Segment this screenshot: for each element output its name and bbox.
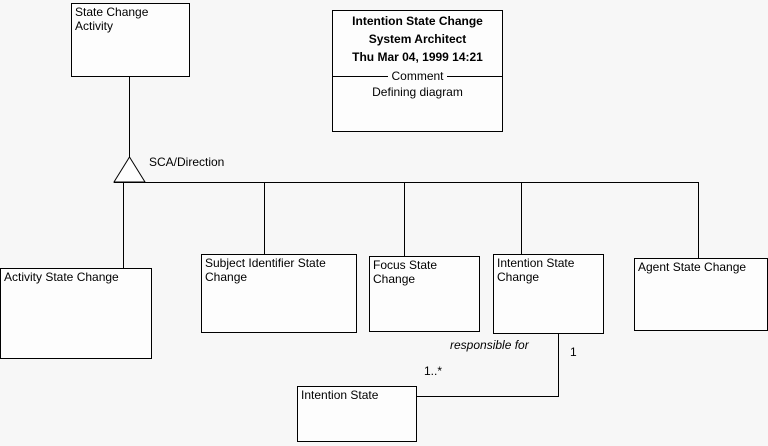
generalization-drop-activity [123,182,124,268]
generalization-drop-subject-identifier [264,182,265,288]
comment-note-box[interactable]: Intention State Change System Architect … [332,10,503,132]
generalization-label: SCA/Direction [149,155,225,169]
class-name-state-change-activity: State Change Activity [75,5,149,33]
note-body-text: Defining diagram [372,85,463,99]
association-multiplicity-target: 1..* [424,364,443,378]
note-timestamp: Thu Mar 04, 1999 14:21 [352,50,483,64]
class-box-intention-state-change[interactable]: Intention State Change [493,254,604,334]
class-name-agent-state-change: Agent State Change [638,260,747,274]
class-box-activity-state-change[interactable]: Activity State Change [0,268,152,359]
association-horizontal-segment [417,396,559,397]
class-name-intention-state: Intention State [301,388,379,402]
association-vertical-segment [558,334,559,397]
association-role-label: responsible for [450,338,529,352]
class-name-activity-state-change: Activity State Change [4,270,119,284]
note-title: Intention State Change [352,14,483,28]
note-separator-label: Comment [388,69,447,83]
class-box-focus-state-change[interactable]: Focus State Change [369,256,480,332]
generalization-triangle-icon [113,156,146,183]
generalization-stem [129,77,130,157]
note-separator: Comment [333,68,502,84]
class-name-intention-state-change: Intention State Change [497,256,575,284]
class-name-subject-identifier-state-change: Subject Identifier State Change [205,256,326,284]
generalization-drop-agent [698,182,699,258]
class-box-subject-identifier-state-change[interactable]: Subject Identifier State Change [201,254,357,333]
association-multiplicity-source: 1 [570,345,577,359]
class-name-focus-state-change: Focus State Change [373,258,438,286]
class-box-agent-state-change[interactable]: Agent State Change [634,258,768,331]
generalization-drop-intention [521,182,522,255]
note-author: System Architect [368,32,467,46]
class-box-state-change-activity[interactable]: State Change Activity [71,3,190,77]
generalization-bus [114,182,699,183]
class-box-intention-state[interactable]: Intention State [297,386,417,442]
generalization-drop-focus [404,182,405,257]
